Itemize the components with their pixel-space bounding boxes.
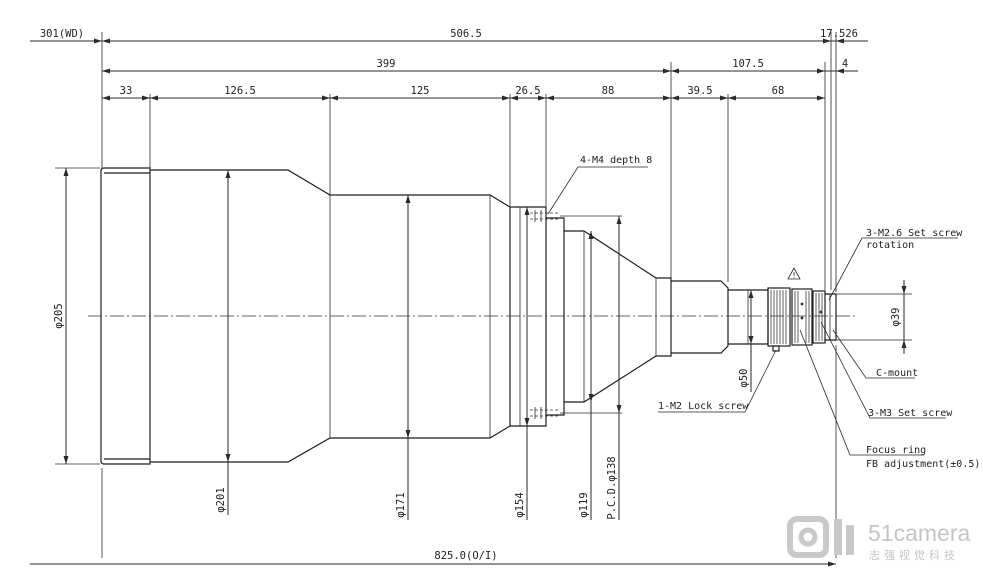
diameter-lines [55, 167, 912, 520]
dim-seg-88: 88 [602, 85, 615, 97]
dim-total-oi: 825.0(O/I) [434, 550, 497, 562]
callout-rotation: rotation [866, 240, 914, 251]
callout-m4-depth: 4-M4 depth 8 [580, 155, 652, 166]
dim-front-section: 399 [377, 58, 396, 70]
watermark: 51camera 志强视觉科技 [787, 516, 970, 562]
dim-mount-small: 4 [842, 58, 848, 70]
dim-working-distance: 301(WD) [40, 28, 84, 40]
dia-201: φ201 [215, 487, 227, 512]
dim-seg-33: 33 [120, 85, 133, 97]
dimension-labels: 301(WD) 506.5 17.526 399 107.5 4 33 126.… [40, 28, 858, 562]
dim-total-upper: 506.5 [450, 28, 482, 40]
diameter-labels: φ205 φ201 φ171 φ154 φ119 P.C.D.φ138 φ50 … [53, 303, 902, 519]
dim-seg-39-5: 39.5 [687, 85, 712, 97]
callout-leaders [547, 166, 958, 456]
dia-171: φ171 [395, 492, 407, 517]
dim-rear-section: 107.5 [732, 58, 764, 70]
dia-39: φ39 [890, 308, 902, 327]
callout-focus-ring: Focus ring [866, 445, 926, 456]
watermark-logo-icon [787, 516, 854, 558]
dia-154: φ154 [514, 492, 526, 517]
dia-119: φ119 [578, 492, 590, 517]
callout-fb-adjustment: FB adjustment(±0.5) [866, 459, 980, 470]
flange-screw-holes [530, 210, 560, 419]
callout-m3-set-screw: 3-M3 Set screw [868, 408, 953, 419]
watermark-brand: 51camera [868, 520, 970, 546]
callout-set-screw-m26: 3-M2.6 Set screw [866, 228, 963, 239]
dim-seg-68: 68 [772, 85, 785, 97]
warning-symbol: ! [792, 271, 797, 280]
callout-c-mount: C-mount [876, 368, 918, 379]
focus-ring-knurling [770, 290, 823, 352]
watermark-subtitle: 志强视觉科技 [869, 548, 959, 562]
dia-pcd-138: P.C.D.φ138 [606, 456, 618, 519]
extension-lines [101, 32, 837, 558]
callout-m2-lock-screw: 1-M2 Lock screw [658, 401, 749, 412]
dim-seg-125: 125 [411, 85, 430, 97]
callout-labels: 4-M4 depth 8 3-M2.6 Set screw rotation C… [580, 155, 980, 470]
dim-rear-small: 17.526 [820, 28, 858, 40]
dim-seg-126-5: 126.5 [224, 85, 256, 97]
dimension-lines [30, 38, 868, 567]
dia-50: φ50 [738, 369, 750, 388]
dim-seg-26-5: 26.5 [515, 85, 540, 97]
lens-body [100, 167, 837, 465]
dia-205: φ205 [53, 303, 65, 328]
